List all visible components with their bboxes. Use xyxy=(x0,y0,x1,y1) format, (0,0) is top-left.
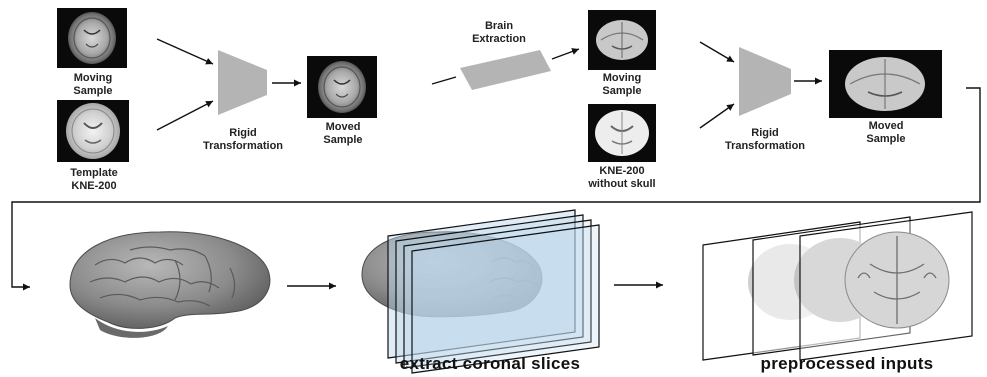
rigid-transformation-1-block xyxy=(218,50,267,115)
kne-no-skull-line1: KNE-200 xyxy=(578,165,666,178)
moved-sample-1-label: Moved Sample xyxy=(312,121,374,147)
moving-sample-1-image xyxy=(57,8,127,68)
moving-sample-2-line2: Sample xyxy=(590,85,654,98)
template-kne200-image xyxy=(57,100,129,162)
preprocessed-inputs-caption: preprocessed inputs xyxy=(722,354,972,374)
moving-sample-1-line2: Sample xyxy=(62,85,124,98)
brain-extraction-block xyxy=(460,50,551,90)
coronal-slicing-figure xyxy=(362,210,599,373)
extract-coronal-slices-caption: extract coronal slices xyxy=(360,354,620,374)
rigid-1-line2: Transformation xyxy=(188,140,298,153)
moved-sample-1-line2: Sample xyxy=(312,134,374,147)
template-label: Template KNE-200 xyxy=(60,167,128,193)
brain-extraction-line2: Extraction xyxy=(459,33,539,46)
moving-sample-1-label: Moving Sample xyxy=(62,72,124,98)
brain-extraction-label: Brain Extraction xyxy=(459,20,539,46)
arrow-template-to-rigid1 xyxy=(157,101,213,130)
arrow-template2-to-rigid2 xyxy=(700,104,734,128)
arrow-extraction-to-moving2 xyxy=(552,49,579,59)
rigid-transformation-2-label: Rigid Transformation xyxy=(710,127,820,153)
moving-sample-2-label: Moving Sample xyxy=(590,72,654,98)
kne-no-skull-line2: without skull xyxy=(578,178,666,191)
coronal-plane-4 xyxy=(412,225,599,373)
arrow-moved1-to-extraction xyxy=(432,77,456,84)
arrow-moving-to-rigid1 xyxy=(157,39,213,64)
moving-sample-1-line1: Moving xyxy=(62,72,124,85)
rigid-transformation-2-block xyxy=(739,47,791,116)
template-line1: Template xyxy=(60,167,128,180)
kne200-without-skull-image xyxy=(588,104,656,162)
moved-sample-2-label: Moved Sample xyxy=(854,120,918,146)
moving-sample-2-line1: Moving xyxy=(590,72,654,85)
rigid-transformation-1-label: Rigid Transformation xyxy=(188,127,298,153)
moving-sample-2-image xyxy=(588,10,656,70)
kne200-without-skull-label: KNE-200 without skull xyxy=(578,165,666,191)
moved-sample-1-image xyxy=(307,56,377,118)
rigid-2-line2: Transformation xyxy=(710,140,820,153)
moved-sample-2-image xyxy=(829,50,942,118)
arrow-moving2-to-rigid2 xyxy=(700,42,734,62)
moved-sample-2-line2: Sample xyxy=(854,133,918,146)
brain-extraction-line1: Brain xyxy=(459,20,539,33)
brain-3d-image xyxy=(70,232,270,338)
moved-sample-1-line1: Moved xyxy=(312,121,374,134)
rigid-1-line1: Rigid xyxy=(188,127,298,140)
preprocessed-inputs-stack xyxy=(703,212,972,360)
rigid-2-line1: Rigid xyxy=(710,127,820,140)
template-line2: KNE-200 xyxy=(60,180,128,193)
moved-sample-2-line1: Moved xyxy=(854,120,918,133)
